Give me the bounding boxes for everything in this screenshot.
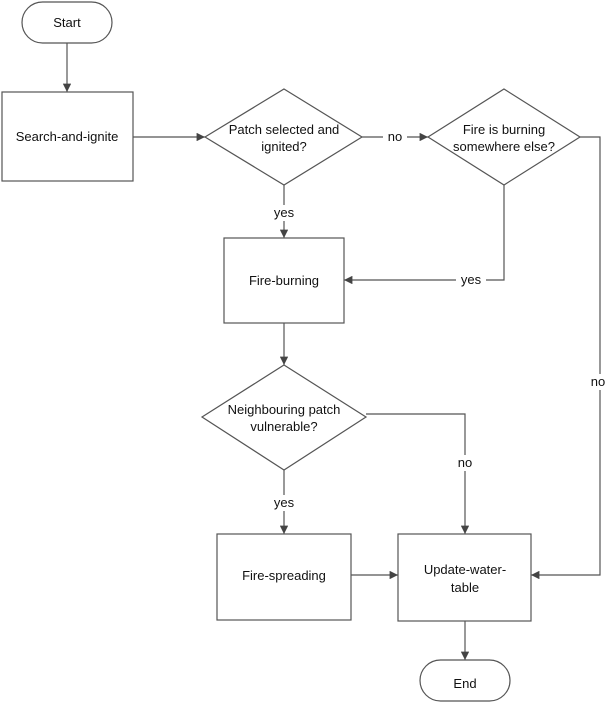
fire-elsewhere-label-line-2: somewhere else?: [453, 139, 555, 154]
node-update-water-table: Update-water- table: [397, 533, 532, 622]
edge-label-elsewhere-no: no: [591, 374, 605, 389]
search-and-ignite-label: Search-and-ignite: [16, 129, 119, 144]
node-fire-burning: Fire-burning: [223, 237, 345, 324]
update-water-table-label-line-2: table: [451, 580, 479, 595]
edge-label-neighbour-no: no: [458, 455, 472, 470]
edge-label-patch-yes: yes: [274, 205, 295, 220]
edge-label-elsewhere-yes: yes: [461, 272, 482, 287]
connector-elsewhere-yes-to-fire-burning: [344, 185, 505, 285]
node-fire-elsewhere-decision: Fire is burning somewhere else?: [426, 88, 582, 186]
connectors: [62, 43, 601, 660]
node-neighbouring-patch-decision: Neighbouring patch vulnerable?: [200, 364, 368, 471]
start-label: Start: [53, 15, 81, 30]
neighbouring-patch-label-line-2: vulnerable?: [250, 419, 317, 434]
node-search-and-ignite: Search-and-ignite: [1, 91, 134, 182]
neighbouring-patch-label-line-1: Neighbouring patch: [228, 402, 341, 417]
edge-label-neighbour-yes: yes: [274, 495, 295, 510]
node-patch-selected-decision: Patch selected and ignited?: [203, 88, 364, 186]
patch-selected-label-line-1: Patch selected and: [229, 122, 340, 137]
node-start: Start: [21, 1, 113, 44]
patch-selected-label-line-2: ignited?: [261, 139, 307, 154]
node-fire-spreading: Fire-spreading: [216, 533, 352, 621]
connector-neighbour-no-to-update: [366, 413, 470, 534]
update-water-table-label-line-1: Update-water-: [424, 562, 506, 577]
edge-label-patch-no: no: [388, 129, 402, 144]
end-label: End: [453, 676, 476, 691]
node-end: End: [419, 659, 511, 702]
fire-burning-label: Fire-burning: [249, 273, 319, 288]
fire-elsewhere-label-line-1: Fire is burning: [463, 122, 545, 137]
connector-elsewhere-no-to-update: [531, 136, 601, 580]
fire-spreading-label: Fire-spreading: [242, 568, 326, 583]
edge-labels: no yes yes no no yes: [269, 129, 606, 511]
